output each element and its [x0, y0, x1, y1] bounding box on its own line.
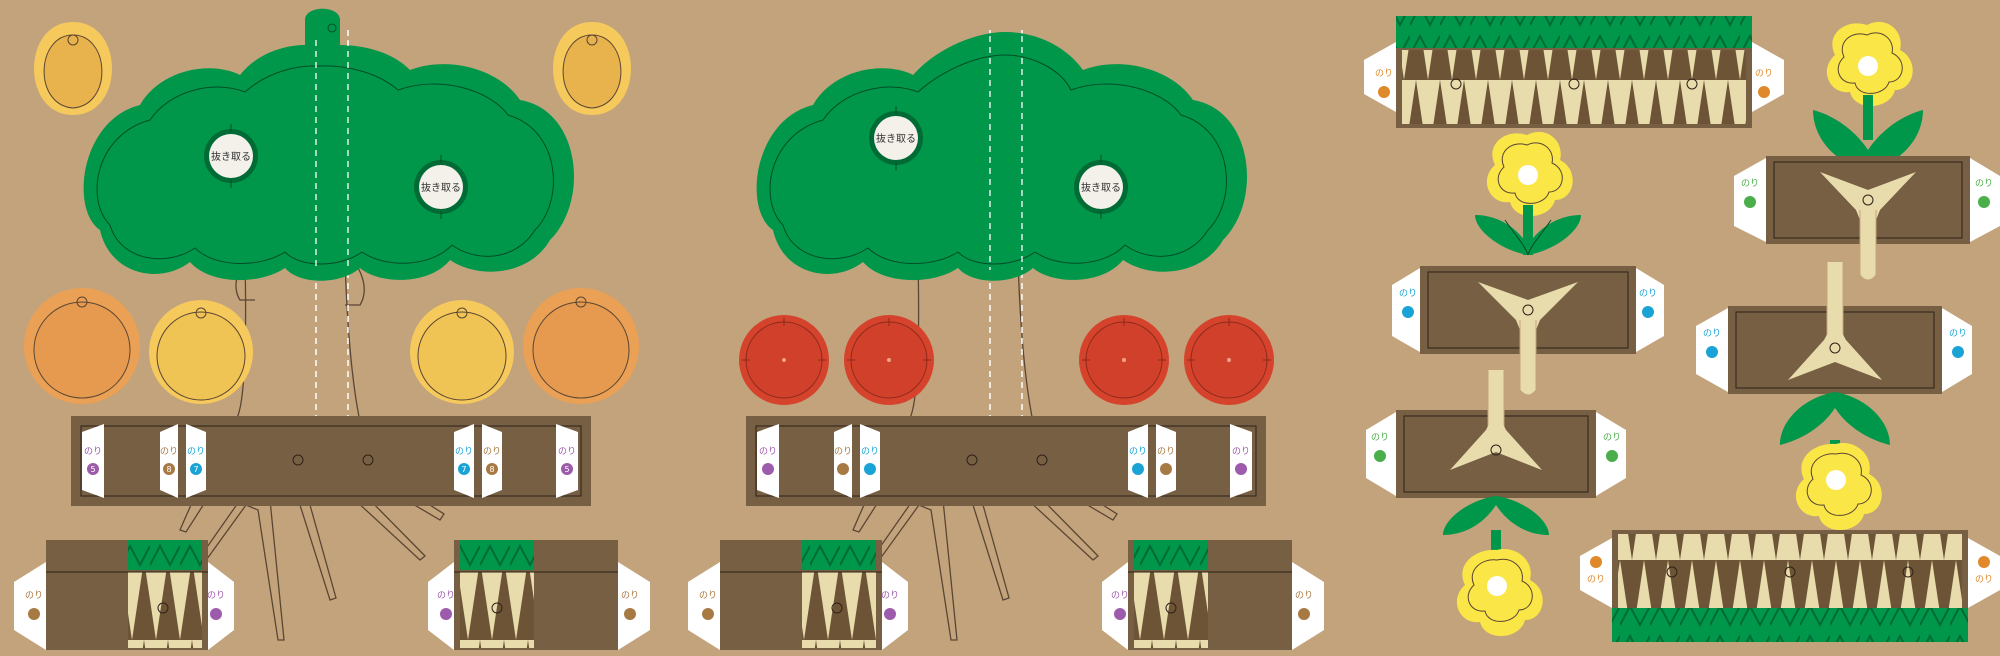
svg-text:のり: のり: [1295, 590, 1313, 601]
svg-text:のり: のり: [1975, 574, 1993, 585]
fruit-orange[interactable]: [24, 288, 140, 404]
svg-text:のり: のり: [1129, 446, 1147, 457]
grass-box: のり のり: [1696, 262, 1972, 394]
cut-label: 抜き取る: [211, 150, 251, 163]
svg-text:のり: のり: [759, 446, 777, 457]
cut-out-circle[interactable]: 抜き取る: [1074, 155, 1128, 219]
glue-tab: のり 7: [454, 424, 474, 498]
svg-text:8: 8: [166, 465, 171, 474]
grass-box: のり のり: [1392, 266, 1664, 396]
glue-label: のり: [84, 446, 102, 457]
cut-out-circle[interactable]: 抜き取る: [204, 124, 258, 188]
glue-label: のり: [160, 446, 178, 457]
svg-text:のり: のり: [1111, 590, 1129, 601]
svg-text:のり: のり: [1157, 446, 1175, 457]
grass-strip-top: のり のり: [1364, 16, 1784, 128]
tree-right-group: 抜き取る 抜き取る: [688, 30, 1324, 650]
svg-text:のり: のり: [1371, 432, 1389, 443]
grass-box: のり のり: [1366, 370, 1626, 498]
svg-text:のり: のり: [1232, 446, 1250, 457]
canopy-left: [83, 8, 574, 281]
glue-tab: のり 8: [160, 424, 178, 498]
svg-text:5: 5: [90, 465, 95, 474]
flower-piece: [1780, 392, 1890, 531]
fruit-orange[interactable]: [523, 288, 639, 404]
fruit-yellow[interactable]: [34, 22, 112, 115]
svg-text:のり: のり: [834, 446, 852, 457]
glue-label: のり: [483, 446, 501, 457]
glue-label: のり: [187, 446, 205, 457]
base-panel: [71, 416, 591, 506]
glue-tab: のり: [1156, 424, 1176, 498]
svg-text:のり: のり: [861, 446, 879, 457]
svg-text:のり: のり: [1639, 288, 1657, 299]
stand-piece-left: のり のり: [14, 540, 234, 650]
fruit-yellow[interactable]: [149, 300, 253, 404]
svg-text:5: 5: [564, 465, 569, 474]
svg-text:のり: のり: [437, 590, 455, 601]
svg-text:8: 8: [489, 465, 494, 474]
svg-text:のり: のり: [1375, 68, 1393, 79]
base-panel: [746, 416, 1266, 506]
grass-box: のり のり: [1734, 156, 2000, 281]
svg-text:のり: のり: [1603, 432, 1621, 443]
stand-piece-right: のり のり: [428, 540, 650, 650]
glue-label: のり: [558, 446, 576, 457]
svg-text:のり: のり: [1399, 288, 1417, 299]
svg-text:のり: のり: [1587, 574, 1605, 585]
glue-tab: のり: [1128, 424, 1148, 498]
glue-label: のり: [455, 446, 473, 457]
svg-text:7: 7: [461, 465, 466, 474]
fruit-red[interactable]: [739, 315, 829, 405]
glue-tab: のり: [860, 424, 880, 498]
cut-out-circle[interactable]: 抜き取る: [869, 106, 923, 170]
canopy-right: [756, 32, 1247, 281]
svg-text:のり: のり: [1703, 328, 1721, 339]
svg-text:のり: のり: [699, 590, 717, 601]
glue-tab: のり 7: [186, 424, 206, 498]
fruit-red[interactable]: [1079, 315, 1169, 405]
flower-piece: [1443, 496, 1549, 637]
flower-piece: [1813, 21, 1923, 170]
stand-piece-left: のり のり: [688, 540, 908, 650]
glue-tab: のり 5: [556, 424, 578, 498]
tree-left-group: 抜き取る 抜き取る: [14, 8, 650, 650]
cut-out-circle[interactable]: 抜き取る: [414, 155, 468, 219]
grass-strip-bottom: のり のり: [1580, 530, 2000, 642]
cut-label: 抜き取る: [421, 181, 461, 194]
glue-tab: のり: [834, 424, 852, 498]
cut-label: 抜き取る: [876, 132, 916, 145]
stand-piece-right: のり のり: [1102, 540, 1324, 650]
fruit-yellow[interactable]: [410, 300, 514, 404]
flower-section: のり のり のり のり: [1364, 16, 2000, 642]
glue-tab: のり: [1230, 424, 1252, 498]
svg-text:のり: のり: [1755, 68, 1773, 79]
fruit-red[interactable]: [1184, 315, 1274, 405]
svg-text:のり: のり: [1949, 328, 1967, 339]
svg-text:のり: のり: [1741, 178, 1759, 189]
svg-text:のり: のり: [881, 590, 899, 601]
flower-piece: [1475, 131, 1581, 256]
glue-tab: のり 8: [482, 424, 502, 498]
glue-tab: のり 5: [82, 424, 104, 498]
svg-text:のり: のり: [207, 590, 225, 601]
glue-tab: のり: [757, 424, 779, 498]
svg-text:7: 7: [193, 465, 198, 474]
cut-label: 抜き取る: [1081, 181, 1121, 194]
fruit-yellow[interactable]: [553, 22, 631, 115]
svg-text:のり: のり: [1975, 178, 1993, 189]
svg-text:のり: のり: [25, 590, 43, 601]
fruit-red[interactable]: [844, 315, 934, 405]
svg-text:のり: のり: [621, 590, 639, 601]
